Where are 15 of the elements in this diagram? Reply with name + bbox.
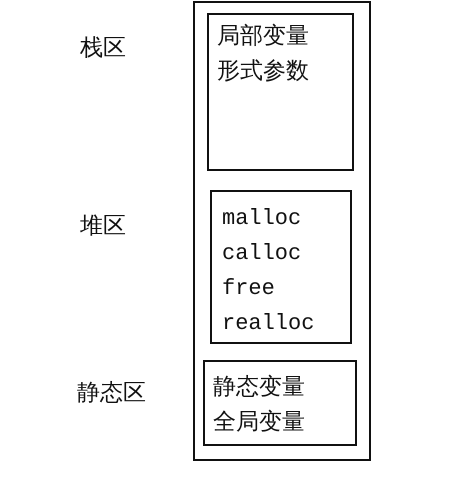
region-label: 静态区 [77, 379, 146, 408]
memory-region-box [203, 360, 357, 446]
region-label: 堆区 [80, 212, 126, 241]
memory-layout-box [193, 1, 371, 461]
region-label: 栈区 [80, 34, 126, 63]
region-item-text: free [222, 275, 275, 303]
region-item-text: malloc [222, 205, 302, 233]
region-item-text: 全局变量 [213, 408, 305, 437]
memory-region-box [210, 190, 352, 344]
region-item-text: realloc [222, 310, 314, 338]
region-item-text: 形式参数 [217, 57, 309, 86]
region-item-text: 局部变量 [217, 22, 309, 51]
region-item-text: calloc [222, 240, 302, 268]
memory-region-box [207, 13, 354, 171]
region-item-text: 静态变量 [213, 373, 305, 402]
